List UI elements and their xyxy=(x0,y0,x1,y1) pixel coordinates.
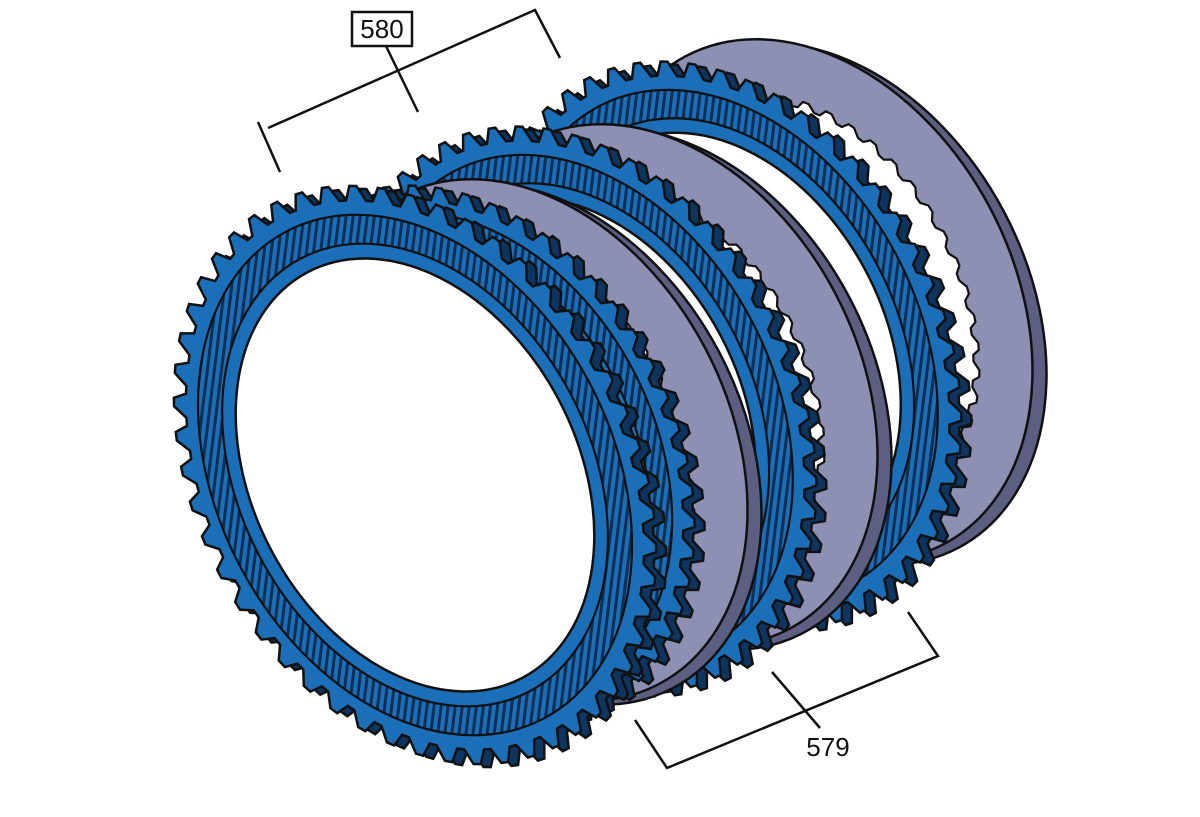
callout-580-box xyxy=(350,10,414,48)
plate-stack xyxy=(172,37,1048,769)
top-bracket-line xyxy=(267,8,562,130)
callout-brackets xyxy=(256,8,940,770)
bottom-leader-line xyxy=(771,671,821,729)
callout-580: 580 xyxy=(350,10,414,48)
callout-580-label: 580 xyxy=(360,14,403,44)
friction-plate-opening xyxy=(234,257,596,693)
callout-579-label: 579 xyxy=(806,732,849,762)
top-leader-line xyxy=(383,43,420,113)
friction-plate xyxy=(172,184,668,769)
bottom-bracket-line xyxy=(633,611,940,770)
top-bracket-left-leg xyxy=(256,121,282,173)
callout-579: 579 xyxy=(806,732,849,762)
